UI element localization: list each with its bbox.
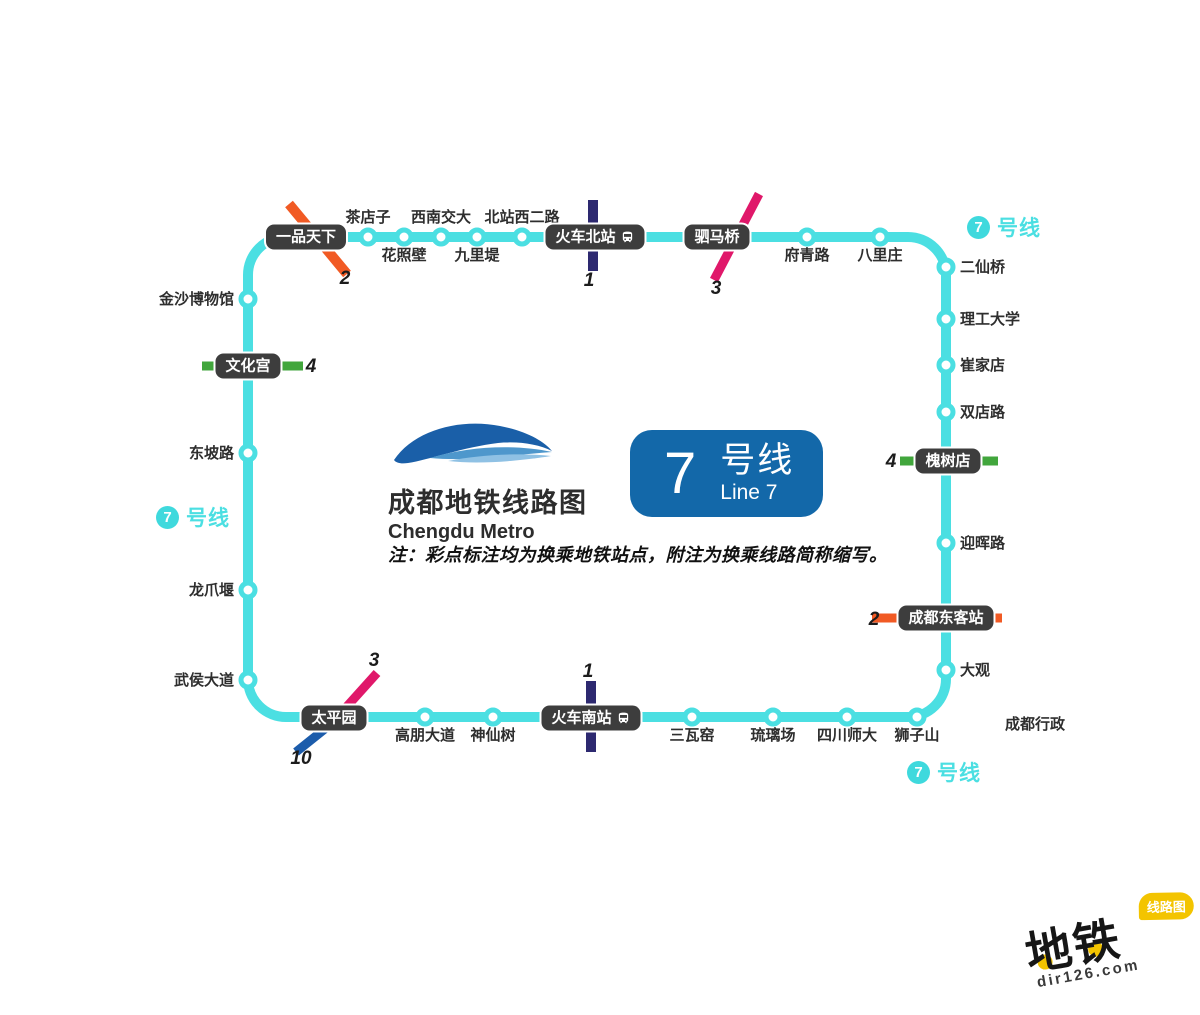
station-label: 西南交大 (411, 208, 471, 226)
transfer-line-number: 3 (369, 650, 380, 671)
station-badge: 火车北站 (545, 224, 645, 250)
station-badge: 成都东客站 (898, 605, 994, 631)
station-dot (870, 227, 890, 247)
station-label: 八里庄 (856, 246, 902, 264)
station-dot (936, 660, 956, 680)
station-label: 高朋大道 (395, 726, 455, 744)
station-dot (936, 402, 956, 422)
transfer-line-number: 4 (885, 451, 897, 472)
line7-circle-icon: 7 (907, 760, 930, 784)
line7-circle-icon: 7 (967, 215, 990, 239)
station-label: 迎晖路 (960, 534, 1006, 552)
train-icon (618, 712, 629, 723)
station-label: 理工大学 (960, 310, 1020, 328)
station-dot (238, 670, 258, 690)
station-badge: 一品天下 (265, 224, 347, 250)
line7-marker-label: 号线 (997, 217, 1041, 240)
station-label: 花照壁 (381, 246, 426, 264)
station-dot (797, 227, 817, 247)
line-name-en: Line 7 (720, 480, 778, 504)
station-label: 三瓦窑 (669, 726, 714, 744)
station-badge-label: 成都东客站 (908, 609, 984, 627)
transfer-line-number: 2 (339, 268, 351, 289)
transfer-line-number: 4 (305, 356, 317, 377)
station-badge: 槐树店 (915, 448, 981, 474)
station-badge-label: 槐树店 (925, 452, 971, 470)
station-badge-label: 太平园 (311, 709, 357, 727)
station-label: 四川师大 (817, 726, 877, 744)
station-dot (936, 355, 956, 375)
station-badge: 文化宫 (215, 353, 281, 379)
line7-circle-icon: 7 (156, 505, 179, 529)
train-icon (622, 231, 633, 242)
station-dot (238, 443, 258, 463)
station-dot (415, 707, 435, 727)
station-dot (394, 227, 414, 247)
station-badge-label: 火车南站 (551, 709, 612, 727)
transfer-line-number: 1 (583, 661, 594, 682)
station-badge: 驷马桥 (684, 224, 750, 250)
station-dot (936, 533, 956, 553)
station-dot (936, 257, 956, 277)
station-label: 武侯大道 (174, 671, 234, 689)
partial-station-label: 成都行政 (1005, 715, 1066, 733)
station-label: 双店路 (960, 403, 1006, 421)
line-number: 7 (664, 440, 697, 506)
line7-marker-label: 号线 (186, 507, 230, 530)
station-label: 狮子山 (893, 726, 939, 744)
station-dot (238, 580, 258, 600)
station-label: 大观 (960, 661, 990, 679)
map-title: 成都地铁线路图 (388, 488, 588, 518)
station-dot (467, 227, 487, 247)
station-dot (512, 227, 532, 247)
station-label: 九里堤 (453, 246, 500, 264)
station-dot (238, 289, 258, 309)
line7-title-badge: 7 号线 Line 7 (630, 430, 823, 517)
station-badge-label: 一品天下 (275, 228, 337, 246)
station-dot (907, 707, 927, 727)
line-name-cn: 号线 (720, 441, 795, 481)
station-label: 琉璃场 (750, 726, 795, 744)
transfer-line-number: 3 (711, 278, 722, 299)
station-label: 北站西二路 (484, 208, 560, 226)
station-dot (431, 227, 451, 247)
transfer-line-number: 10 (290, 748, 312, 769)
station-label: 二仙桥 (960, 258, 1006, 276)
station-badge: 太平园 (301, 705, 367, 731)
line7-direction-marker: 7 号线 (907, 757, 981, 787)
station-badge-label: 驷马桥 (694, 228, 740, 246)
transfer-line-number: 2 (868, 609, 880, 630)
station-dot (483, 707, 503, 727)
station-dot (358, 227, 378, 247)
station-badge-label: 火车北站 (555, 228, 616, 246)
station-dot (936, 309, 956, 329)
station-badge: 火车南站 (541, 705, 641, 731)
station-label: 茶店子 (345, 208, 390, 226)
transfer-line-number: 1 (584, 270, 595, 291)
watermark-bubble: 线路图 (1138, 892, 1194, 921)
chengdu-metro-logo: 成都地铁线路图 Chengdu Metro (388, 420, 588, 544)
station-label: 崔家店 (959, 356, 1005, 374)
logo-swoosh-icon (394, 423, 552, 464)
map-note: 注：彩点标注均为换乘地铁站点，附注为换乘线路简称缩写。 (388, 545, 888, 565)
line7-direction-marker: 7 号线 (156, 502, 230, 532)
station-label: 神仙树 (470, 726, 515, 744)
station-label: 东坡路 (189, 444, 235, 462)
map-subtitle: Chengdu Metro (388, 521, 535, 543)
station-label: 龙爪堰 (188, 581, 234, 599)
station-dot (837, 707, 857, 727)
line7-direction-marker: 7 号线 (967, 212, 1041, 242)
station-label: 金沙博物馆 (158, 290, 234, 308)
station-label: 府青路 (784, 246, 830, 264)
line7-marker-label: 号线 (937, 762, 981, 785)
station-dot (682, 707, 702, 727)
station-badge-label: 文化宫 (225, 357, 271, 375)
line7-loop (243, 232, 951, 722)
station-dot (763, 707, 783, 727)
